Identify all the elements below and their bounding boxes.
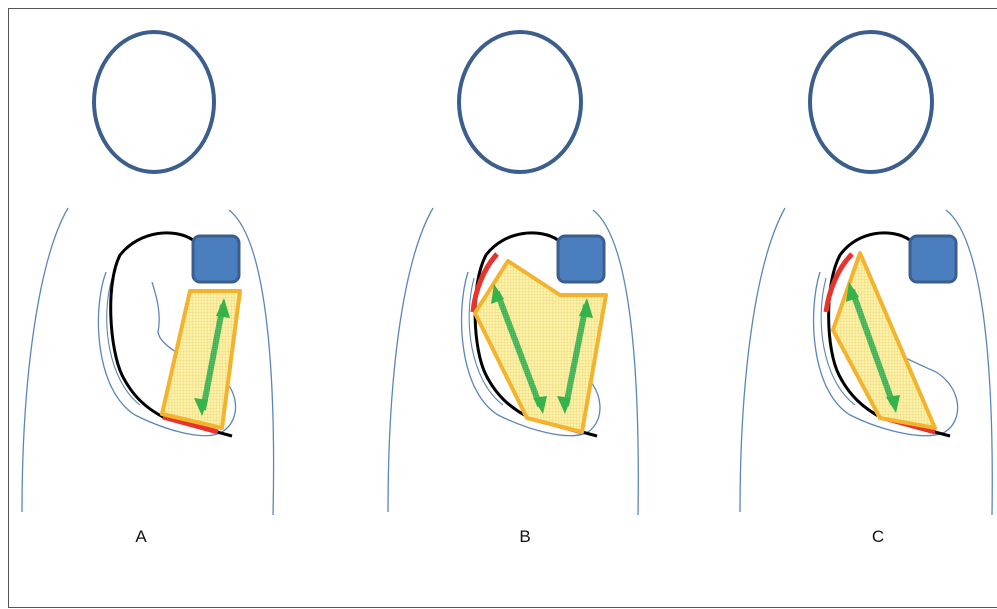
panel-c [740, 32, 992, 515]
pulse-generator [558, 236, 604, 282]
pulse-generator [910, 236, 956, 282]
panel-label-b: B [505, 527, 545, 547]
head-outline [94, 32, 214, 172]
head-outline [810, 32, 932, 172]
panel-b [388, 32, 638, 515]
panel-label-a: A [121, 527, 161, 547]
head-outline [459, 32, 581, 172]
panel-a [22, 32, 274, 515]
torso-left-outline [740, 208, 785, 512]
pulse-generator [193, 236, 239, 282]
panel-label-c: C [858, 527, 898, 547]
torso-left-outline [388, 208, 433, 512]
torso-left-outline [22, 208, 68, 512]
